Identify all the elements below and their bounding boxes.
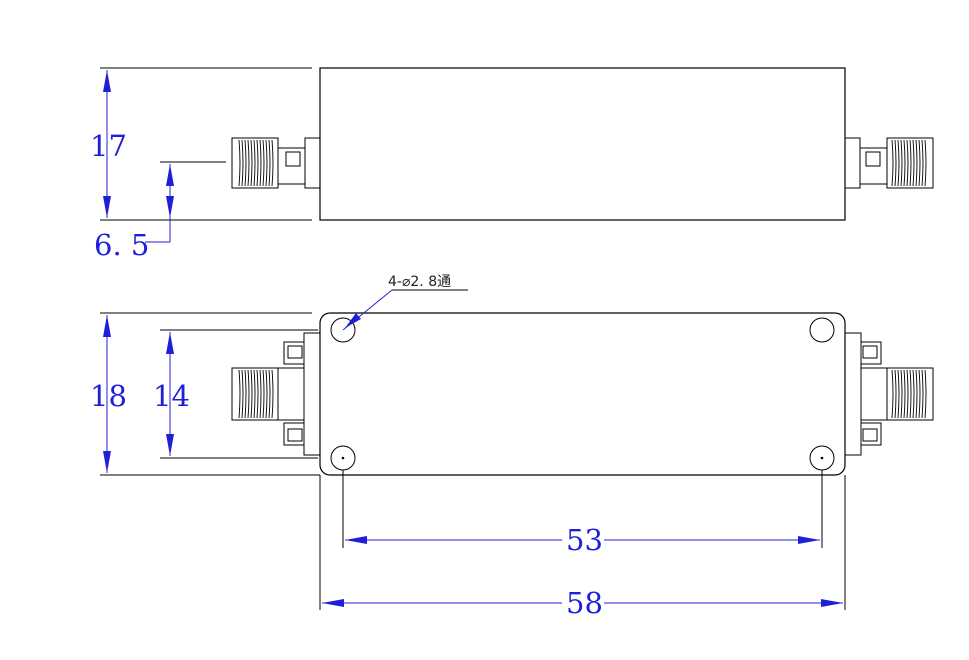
dimension-17-label: 17 (90, 129, 127, 163)
thread-line (924, 139, 927, 187)
thread-line (250, 139, 253, 187)
thread-line (903, 369, 906, 419)
thread-line (256, 369, 259, 419)
thread-line (241, 369, 244, 419)
hole-callout-label: 4-⌀2. 8通 (388, 274, 451, 290)
top-right-connector (844, 332, 934, 456)
dimension-53-label: 53 (566, 523, 603, 557)
dimension-14-label: 14 (153, 379, 190, 413)
thread-line (924, 369, 927, 419)
dimension-6-5-label: 6. 5 (94, 228, 149, 262)
thread-line (259, 139, 262, 187)
side-view: 17 6. 5 (90, 67, 934, 262)
thread-line (900, 369, 903, 419)
side-left-connector (231, 137, 321, 189)
dimension-6-5: 6. 5 (94, 164, 174, 262)
side-view-body (319, 67, 846, 221)
thread-line (918, 139, 921, 187)
thread-line (262, 139, 265, 187)
thread-line (271, 369, 274, 419)
thread-line (247, 139, 250, 187)
dimension-18-label: 18 (90, 379, 127, 413)
dimension-53: 53 (345, 523, 820, 557)
thread-line (921, 369, 924, 419)
thread-line (897, 139, 900, 187)
top-left-connector (231, 332, 321, 456)
thread-line (250, 369, 253, 419)
thread-line (265, 139, 268, 187)
dimension-17: 17 (90, 70, 127, 218)
thread-line (897, 369, 900, 419)
thread-line (238, 139, 241, 187)
thread-line (900, 139, 903, 187)
thread-line (265, 369, 268, 419)
dimension-18: 18 (90, 315, 127, 473)
thread-line (241, 139, 244, 187)
thread-line (906, 139, 909, 187)
thread-line (903, 139, 906, 187)
top-view-body (319, 312, 846, 476)
thread-line (268, 369, 271, 419)
thread-line (253, 139, 256, 187)
thread-line (894, 369, 897, 419)
thread-line (253, 369, 256, 419)
hole-callout: 4-⌀2. 8通 (342, 274, 468, 331)
mounting-hole-top-right (809, 317, 835, 343)
thread-line (256, 139, 259, 187)
thread-line (912, 369, 915, 419)
thread-line (262, 369, 265, 419)
thread-line (891, 139, 894, 187)
thread-line (918, 369, 921, 419)
thread-line (271, 139, 274, 187)
thread-line (915, 139, 918, 187)
thread-line (921, 139, 924, 187)
thread-line (259, 369, 262, 419)
dimension-14: 14 (153, 332, 190, 456)
thread-line (244, 139, 247, 187)
thread-line (238, 369, 241, 419)
top-view: 18 14 53 58 4- (90, 274, 934, 620)
thread-line (912, 139, 915, 187)
thread-line (906, 369, 909, 419)
dimension-58: 58 (322, 586, 843, 620)
thread-line (891, 369, 894, 419)
side-right-connector (844, 137, 934, 189)
thread-line (247, 369, 250, 419)
mounting-hole-top-left (330, 317, 356, 343)
thread-line (268, 139, 271, 187)
thread-line (909, 139, 912, 187)
thread-line (894, 139, 897, 187)
thread-line (244, 369, 247, 419)
thread-line (915, 369, 918, 419)
dimension-58-label: 58 (566, 586, 603, 620)
thread-line (909, 369, 912, 419)
